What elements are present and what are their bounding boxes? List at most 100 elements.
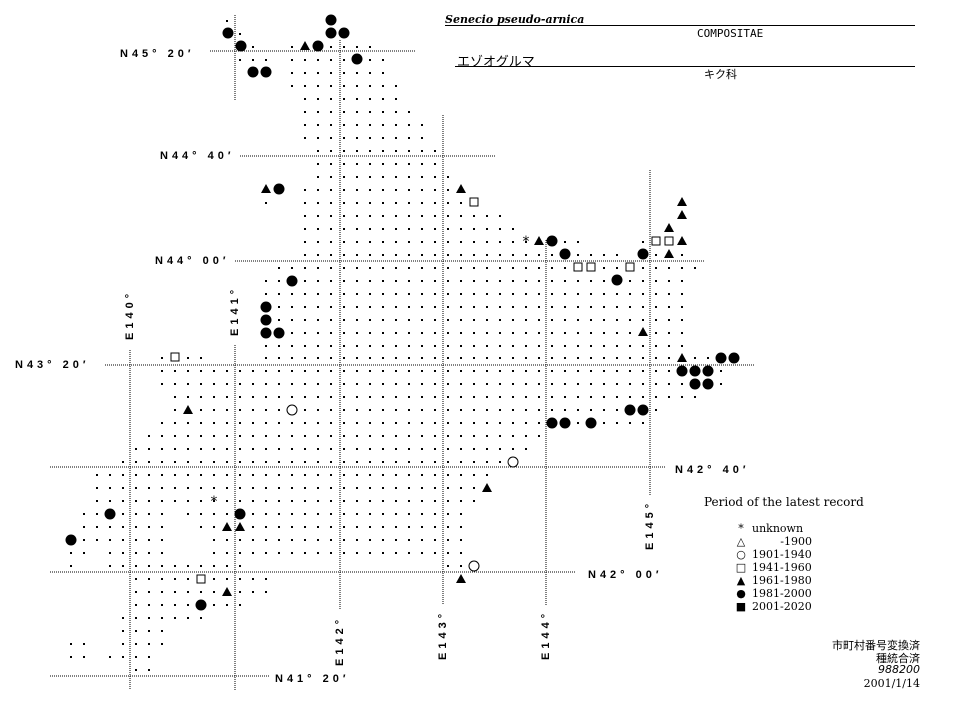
grid-cell-dot [96, 526, 98, 528]
grid-cell-dot [369, 422, 371, 424]
grid-cell-dot [239, 409, 241, 411]
grid-cell-dot [83, 513, 85, 515]
lon-label-144: E144° [540, 609, 552, 660]
grid-cell-dot [304, 202, 306, 204]
grid-cell-dot [330, 435, 332, 437]
grid-cell-dot [109, 526, 111, 528]
title-underline [445, 25, 915, 26]
record-1941-1960 [651, 236, 661, 246]
grid-cell-dot [226, 513, 228, 515]
grid-cell-dot [512, 448, 514, 450]
grid-cell-dot [330, 396, 332, 398]
grid-cell-dot [460, 357, 462, 359]
grid-cell-dot [317, 150, 319, 152]
grid-cell-dot [499, 319, 501, 321]
grid-cell-dot [122, 474, 124, 476]
grid-cell-dot [83, 643, 85, 645]
grid-cell-dot [278, 383, 280, 385]
grid-cell-dot [317, 254, 319, 256]
grid-cell-dot [317, 435, 319, 437]
grid-cell-dot [330, 280, 332, 282]
grid-cell-dot [434, 409, 436, 411]
record-1981-2000 [104, 508, 116, 520]
grid-cell-dot [187, 461, 189, 463]
grid-cell-dot [70, 565, 72, 567]
grid-cell-dot [70, 552, 72, 554]
grid-cell-dot [590, 280, 592, 282]
record-1961-1980 [261, 184, 271, 193]
grid-cell-dot [226, 487, 228, 489]
grid-cell-dot [447, 539, 449, 541]
grid-cell-dot [356, 176, 358, 178]
grid-cell-dot [161, 526, 163, 528]
grid-cell-dot [343, 396, 345, 398]
grid-cell-dot [343, 163, 345, 165]
grid-cell-dot [434, 202, 436, 204]
grid-cell-dot [122, 565, 124, 567]
grid-cell-dot [408, 293, 410, 295]
grid-cell-dot [421, 163, 423, 165]
grid-cell-dot [135, 526, 137, 528]
grid-cell-dot [343, 124, 345, 126]
grid-cell-dot [473, 306, 475, 308]
record-1981-2000 [312, 40, 324, 52]
grid-cell-dot [460, 422, 462, 424]
grid-cell-dot [460, 409, 462, 411]
grid-cell-dot [499, 306, 501, 308]
grid-cell-dot [616, 293, 618, 295]
grid-cell-dot [122, 552, 124, 554]
grid-cell-dot [382, 409, 384, 411]
grid-cell-dot [447, 565, 449, 567]
grid-cell-dot [486, 448, 488, 450]
grid-cell-dot [538, 422, 540, 424]
grid-cell-dot [525, 280, 527, 282]
grid-cell-dot [421, 215, 423, 217]
grid-cell-dot [395, 241, 397, 243]
grid-cell-dot [603, 267, 605, 269]
grid-cell-dot [564, 241, 566, 243]
grid-cell-dot [369, 306, 371, 308]
grid-cell-dot [590, 370, 592, 372]
grid-cell-dot [135, 448, 137, 450]
record-1981-2000 [338, 27, 350, 39]
record-1981-2000 [273, 327, 285, 339]
grid-cell-dot [369, 396, 371, 398]
grid-cell-dot [330, 72, 332, 74]
grid-cell-dot [408, 422, 410, 424]
filled-square-icon: ■ [735, 600, 747, 613]
grid-cell-dot [330, 422, 332, 424]
grid-cell-dot [395, 176, 397, 178]
grid-cell-dot [434, 500, 436, 502]
grid-cell-dot [239, 370, 241, 372]
grid-cell-dot [395, 409, 397, 411]
grid-cell-dot [395, 487, 397, 489]
grid-cell-dot [408, 357, 410, 359]
grid-cell-dot [473, 448, 475, 450]
grid-cell-dot [200, 513, 202, 515]
grid-cell-dot [356, 150, 358, 152]
grid-cell-dot [408, 487, 410, 489]
grid-cell-dot [265, 539, 267, 541]
grid-cell-dot [291, 332, 293, 334]
asterisk-icon: * [738, 522, 744, 535]
open-square-icon: □ [735, 561, 747, 574]
grid-cell-dot [330, 474, 332, 476]
grid-cell-dot [343, 370, 345, 372]
record-1981-2000 [689, 378, 701, 390]
grid-cell-dot [304, 59, 306, 61]
grid-cell-dot [382, 396, 384, 398]
grid-cell-dot [239, 591, 241, 593]
record-1981-2000 [637, 404, 649, 416]
grid-cell-dot [499, 396, 501, 398]
grid-cell-dot [551, 409, 553, 411]
grid-cell-dot [343, 228, 345, 230]
record-1981-2000 [65, 534, 77, 546]
grid-cell-dot [291, 72, 293, 74]
grid-cell-dot [421, 357, 423, 359]
grid-cell-dot [356, 280, 358, 282]
grid-cell-dot [408, 461, 410, 463]
grid-cell-dot [460, 487, 462, 489]
grid-cell-dot [83, 539, 85, 541]
grid-cell-dot [473, 435, 475, 437]
grid-cell-dot [161, 513, 163, 515]
